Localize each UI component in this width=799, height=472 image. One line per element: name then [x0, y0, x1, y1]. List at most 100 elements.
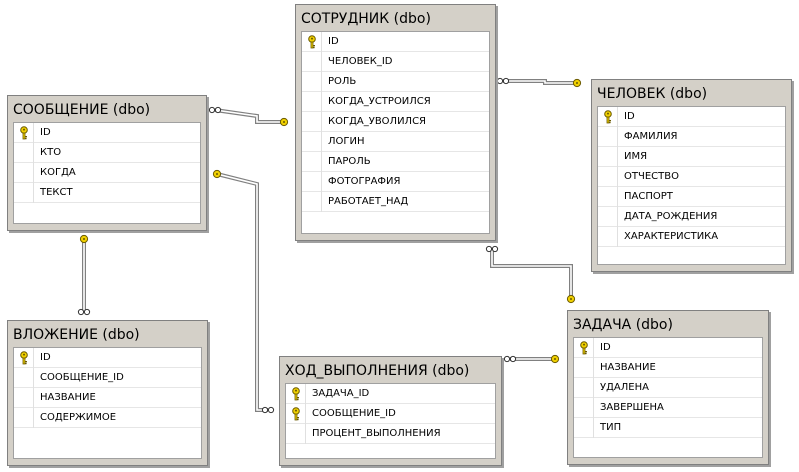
column-row[interactable]: КОГДА_УСТРОИЛСЯ	[302, 92, 489, 112]
column-row[interactable]: ID	[302, 32, 489, 52]
column-name: ИМЯ	[624, 151, 648, 162]
column-name: ЗАДАЧА_ID	[312, 388, 370, 399]
row-selector	[574, 378, 594, 398]
column-row[interactable]: ID	[14, 123, 200, 143]
column-name: ID	[328, 36, 339, 47]
relationship-line[interactable]	[208, 106, 289, 127]
column-name: ID	[624, 111, 635, 122]
column-row[interactable]: СОДЕРЖИМОЕ	[14, 408, 201, 428]
row-selector	[574, 398, 594, 418]
column-row[interactable]: КТО	[14, 143, 200, 163]
column-row[interactable]: ЛОГИН	[302, 132, 489, 152]
column-row[interactable]: СООБЩЕНИЕ_ID	[286, 404, 495, 424]
column-row[interactable]: ТЕКСТ	[14, 183, 200, 203]
column-row[interactable]: ЗАВЕРШЕНА	[574, 398, 762, 418]
key-icon	[307, 35, 316, 49]
column-name: КТО	[40, 147, 62, 158]
column-row[interactable]: ID	[598, 107, 785, 127]
column-row[interactable]: УДАЛЕНА	[574, 378, 762, 398]
table-title: СООБЩЕНИЕ (dbo)	[13, 102, 151, 118]
column-name: КОГДА	[40, 167, 76, 178]
many-end-marker	[208, 106, 222, 114]
column-name: КОГДА_УСТРОИЛСЯ	[328, 96, 431, 107]
column-name: ХАРАКТЕРИСТИКА	[624, 231, 719, 242]
column-list: ID СООБЩЕНИЕ_ID НАЗВАНИЕ СОДЕРЖИМОЕ	[13, 347, 202, 459]
column-name: ТИП	[600, 422, 622, 433]
column-name: ЛОГИН	[328, 136, 365, 147]
column-row[interactable]: КОГДА	[14, 163, 200, 183]
row-selector	[14, 368, 34, 388]
column-row[interactable]: ФАМИЛИЯ	[598, 127, 785, 147]
column-row[interactable]: ИМЯ	[598, 147, 785, 167]
relationship-line[interactable]	[485, 245, 576, 304]
row-selector	[302, 132, 322, 152]
relationship-line[interactable]	[503, 354, 560, 364]
row-selector	[574, 418, 594, 438]
column-name: НАЗВАНИЕ	[40, 392, 96, 403]
key-icon	[291, 407, 300, 421]
row-selector	[302, 32, 322, 52]
column-name: ФАМИЛИЯ	[624, 131, 678, 142]
relationship-line[interactable]	[212, 169, 275, 414]
column-row[interactable]: РАБОТАЕТ_НАД	[302, 192, 489, 212]
many-end-marker	[261, 406, 275, 414]
row-selector	[598, 107, 618, 127]
table-title: ЧЕЛОВЕК (dbo)	[597, 86, 708, 102]
column-row[interactable]: ТИП	[574, 418, 762, 438]
column-name: ДАТА_РОЖДЕНИЯ	[624, 211, 718, 222]
column-row[interactable]: ЧЕЛОВЕК_ID	[302, 52, 489, 72]
one-end-key-icon	[212, 169, 222, 179]
many-end-marker	[77, 308, 91, 316]
relationship-line[interactable]	[77, 234, 91, 316]
column-row[interactable]: ДАТА_РОЖДЕНИЯ	[598, 207, 785, 227]
column-row[interactable]: ПАРОЛЬ	[302, 152, 489, 172]
column-row[interactable]: ОТЧЕСТВО	[598, 167, 785, 187]
column-row[interactable]: РОЛЬ	[302, 72, 489, 92]
column-list: ID КТО КОГДА ТЕКСТ	[13, 122, 201, 224]
column-row[interactable]: НАЗВАНИЕ	[14, 388, 201, 408]
column-row[interactable]: НАЗВАНИЕ	[574, 358, 762, 378]
relationship-line[interactable]	[496, 77, 582, 88]
column-row[interactable]: ЗАДАЧА_ID	[286, 384, 495, 404]
row-selector	[14, 163, 34, 183]
row-selector	[14, 388, 34, 408]
row-selector	[574, 358, 594, 378]
row-selector	[574, 338, 594, 358]
row-selector	[598, 147, 618, 167]
column-name: РАБОТАЕТ_НАД	[328, 196, 409, 207]
column-row[interactable]: КОГДА_УВОЛИЛСЯ	[302, 112, 489, 132]
one-end-key-icon	[279, 117, 289, 127]
many-end-marker	[503, 355, 517, 363]
column-name: УДАЛЕНА	[600, 382, 649, 393]
column-row[interactable]: ФОТОГРАФИЯ	[302, 172, 489, 192]
column-row[interactable]: СООБЩЕНИЕ_ID	[14, 368, 201, 388]
row-selector	[14, 123, 34, 143]
column-row[interactable]: ID	[14, 348, 201, 368]
row-selector	[14, 348, 34, 368]
column-name: НАЗВАНИЕ	[600, 362, 656, 373]
column-name: РОЛЬ	[328, 76, 357, 87]
table-soobshchenie[interactable]: СООБЩЕНИЕ (dbo) ID КТО КОГДА ТЕКСТ	[7, 95, 207, 231]
column-name: ТЕКСТ	[40, 187, 73, 198]
one-end-key-icon	[572, 78, 582, 88]
row-selector	[302, 92, 322, 112]
column-row[interactable]: ПАСПОРТ	[598, 187, 785, 207]
column-name: ФОТОГРАФИЯ	[328, 176, 401, 187]
row-selector	[302, 152, 322, 172]
key-icon	[579, 341, 588, 355]
column-row[interactable]: ПРОЦЕНТ_ВЫПОЛНЕНИЯ	[286, 424, 495, 444]
column-row[interactable]: ID	[574, 338, 762, 358]
column-row[interactable]: ХАРАКТЕРИСТИКА	[598, 227, 785, 247]
row-selector	[598, 127, 618, 147]
column-name: ID	[40, 352, 51, 363]
one-end-key-icon	[79, 234, 89, 244]
